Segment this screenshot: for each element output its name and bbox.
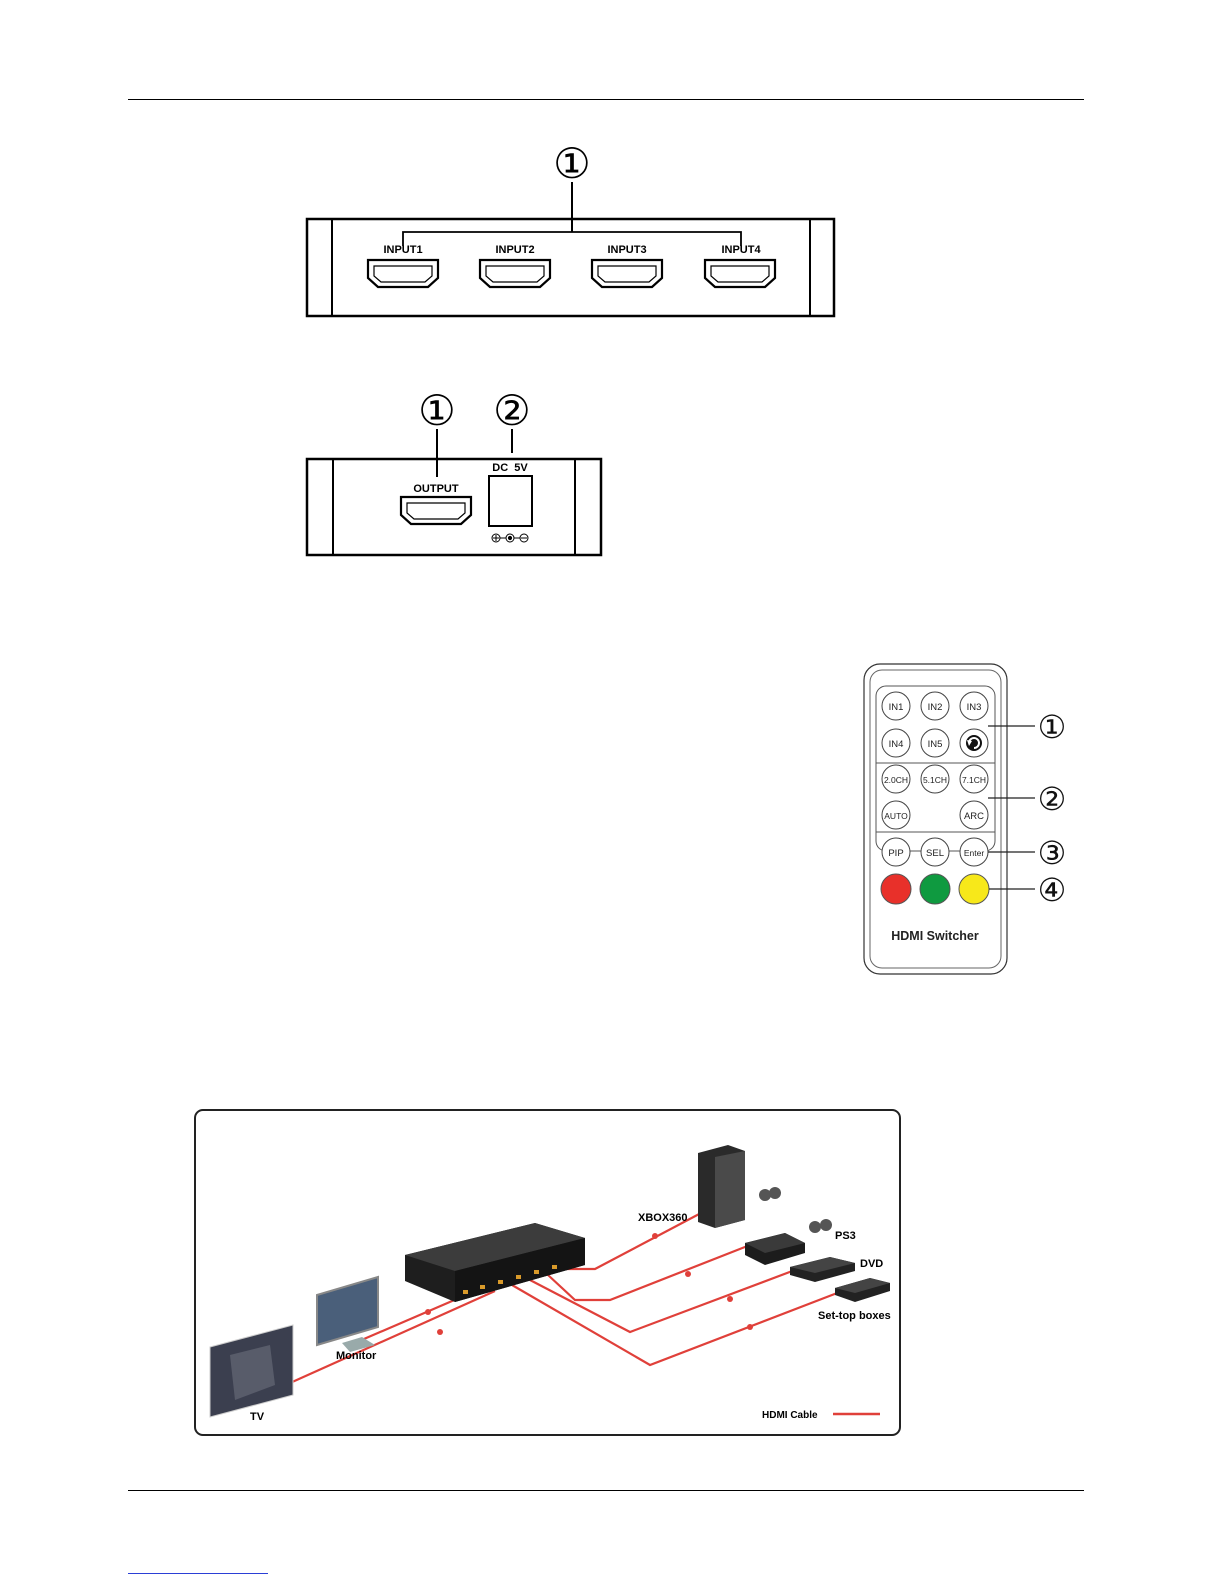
input1-label: INPUT1 bbox=[383, 244, 422, 256]
rear-panel-diagram: ① ② OUTPUT DC 5V bbox=[300, 385, 610, 565]
footer-rule bbox=[128, 1490, 1084, 1491]
footnote-link-rule bbox=[128, 1573, 268, 1574]
remote-callout-2: ② bbox=[1038, 781, 1067, 817]
5ch-label: 5.1CH bbox=[923, 775, 947, 785]
sel-label: SEL bbox=[926, 848, 944, 859]
input2-label: INPUT2 bbox=[495, 244, 534, 256]
connection-diagram: XBOX360 PS3 DVD Set-top boxes Monitor TV… bbox=[190, 1105, 905, 1443]
dvd-label: DVD bbox=[860, 1258, 883, 1270]
front-callout: ① bbox=[553, 140, 591, 187]
remote-callout-4: ④ bbox=[1038, 872, 1067, 908]
hdmi-port-icon bbox=[368, 260, 438, 287]
output-callout: ① bbox=[418, 387, 456, 434]
hdmi-port-icon bbox=[401, 497, 471, 524]
power-jack-icon bbox=[489, 476, 532, 526]
stb-label: Set-top boxes bbox=[818, 1310, 891, 1322]
2ch-label: 2.0CH bbox=[884, 775, 908, 785]
xbox-label: XBOX360 bbox=[638, 1212, 688, 1224]
pip-label: PIP bbox=[888, 848, 903, 859]
remote-title: HDMI Switcher bbox=[891, 929, 979, 943]
auto-label: AUTO bbox=[884, 811, 908, 821]
remote-callout-1: ① bbox=[1038, 709, 1067, 745]
cable-legend-label: HDMI Cable bbox=[762, 1410, 818, 1421]
hdmi-port-icon bbox=[480, 260, 550, 287]
in5-label: IN5 bbox=[928, 739, 943, 750]
remote-control-diagram: IN1 IN2 IN3 IN4 IN5 2.0CH 5.1CH 7.1CH AU… bbox=[860, 660, 1075, 980]
ps3-label: PS3 bbox=[835, 1230, 856, 1242]
tv-label: TV bbox=[250, 1411, 265, 1423]
input4-label: INPUT4 bbox=[721, 244, 761, 256]
in2-label: IN2 bbox=[928, 702, 943, 713]
yellow-button bbox=[959, 874, 989, 904]
monitor-label: Monitor bbox=[336, 1350, 377, 1362]
arc-label: ARC bbox=[964, 811, 984, 822]
enter-label: Enter bbox=[964, 848, 984, 858]
cycle-icon bbox=[966, 735, 982, 751]
7ch-label: 7.1CH bbox=[962, 775, 986, 785]
remote-callout-3: ③ bbox=[1038, 835, 1067, 871]
output-label: OUTPUT bbox=[413, 483, 459, 495]
polarity-icon bbox=[492, 534, 528, 542]
red-button bbox=[881, 874, 911, 904]
hdmi-port-icon bbox=[705, 260, 775, 287]
in4-label: IN4 bbox=[889, 739, 904, 750]
in3-label: IN3 bbox=[967, 702, 982, 713]
input3-label: INPUT3 bbox=[607, 244, 646, 256]
power-label: DC 5V bbox=[492, 462, 528, 474]
header-rule bbox=[128, 99, 1084, 100]
power-callout: ② bbox=[493, 387, 531, 434]
hdmi-port-icon bbox=[592, 260, 662, 287]
green-button bbox=[920, 874, 950, 904]
front-panel-diagram: ① INPUT1 INPUT2 INPUT3 INPUT4 bbox=[300, 140, 845, 325]
in1-label: IN1 bbox=[889, 702, 904, 713]
